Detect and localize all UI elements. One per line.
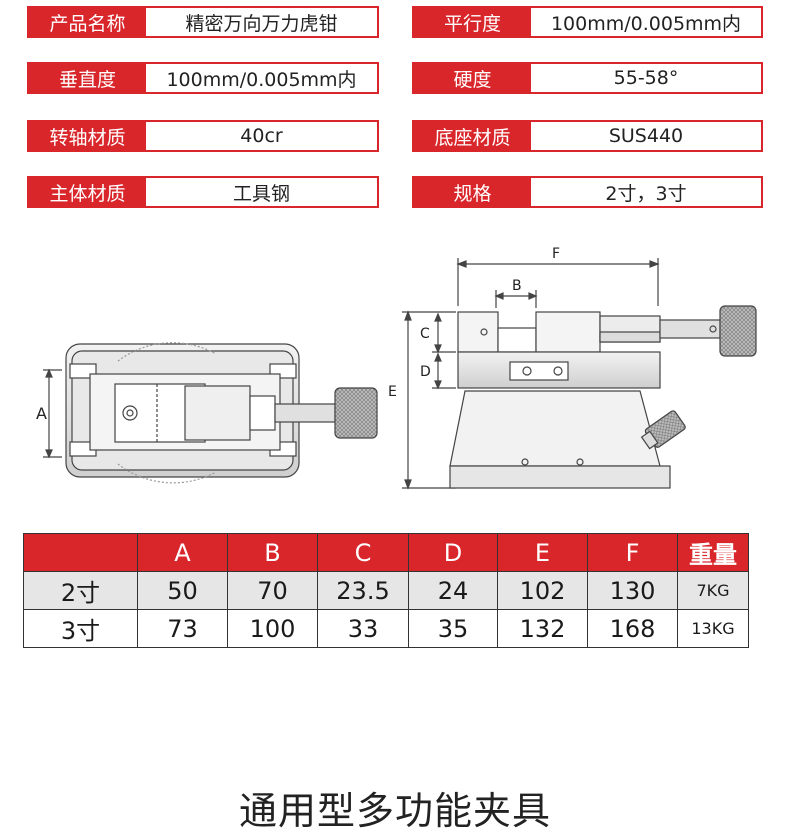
table-cell: 102 xyxy=(497,571,588,610)
spec-value: 100mm/0.005mm内 xyxy=(550,12,742,35)
spec-label: 底座材质 xyxy=(414,122,531,150)
vise-technical-drawing: A xyxy=(36,246,757,490)
table-header-cell: F xyxy=(587,533,678,572)
dim-label-d: D xyxy=(420,364,431,380)
table-header-cell: C xyxy=(317,533,409,572)
spec-product-name: 产品名称 精密万向万力虎钳 xyxy=(27,6,379,38)
footer-title: 通用型多功能夹具 xyxy=(238,789,551,833)
spec-value: 55-58° xyxy=(613,67,679,89)
dim-label-a: A xyxy=(36,404,47,423)
table-cell: 168 xyxy=(587,609,678,648)
table-cell: 13KG xyxy=(677,609,749,648)
dimension-table: A B C D E F 重量 2寸 50 70 23.5 24 102 130 … xyxy=(23,533,749,648)
table-cell: 73 xyxy=(137,609,228,648)
spec-parallelism: 平行度 100mm/0.005mm内 xyxy=(412,6,763,38)
table-cell: 24 xyxy=(408,571,498,610)
spec-value: 40cr xyxy=(240,125,283,147)
spec-body-material: 主体材质 工具钢 xyxy=(27,176,379,208)
spec-value: SUS440 xyxy=(608,125,684,147)
table-cell: 33 xyxy=(317,609,409,648)
dim-label-f: F xyxy=(552,246,560,262)
table-header-cell: 重量 xyxy=(677,533,749,572)
table-row: 2寸 50 70 23.5 24 102 130 7KG xyxy=(23,571,749,610)
table-cell: 2寸 xyxy=(23,571,138,610)
spec-hardness: 硬度 55-58° xyxy=(412,62,763,94)
table-cell: 7KG xyxy=(677,571,749,610)
table-header-cell xyxy=(23,533,138,572)
table-cell: 50 xyxy=(137,571,228,610)
spec-label: 规格 xyxy=(414,178,531,206)
table-header-cell: D xyxy=(408,533,498,572)
spec-label: 硬度 xyxy=(414,64,531,92)
dim-label-b: B xyxy=(512,278,522,294)
dim-label-e: E xyxy=(388,384,397,400)
spec-label: 平行度 xyxy=(414,8,531,36)
table-cell: 130 xyxy=(587,571,678,610)
spec-base-material: 底座材质 SUS440 xyxy=(412,120,763,152)
spec-value: 工具钢 xyxy=(232,182,290,205)
spec-label: 垂直度 xyxy=(29,64,146,92)
table-row: 3寸 73 100 33 35 132 168 13KG xyxy=(23,609,749,648)
table-header-cell: E xyxy=(497,533,588,572)
side-view xyxy=(402,258,757,490)
spec-value: 100mm/0.005mm内 xyxy=(166,68,357,91)
spec-value: 2寸，3寸 xyxy=(605,182,687,205)
spec-perpendicularity: 垂直度 100mm/0.005mm内 xyxy=(27,62,379,94)
table-cell: 70 xyxy=(227,571,318,610)
table-header-cell: A xyxy=(137,533,228,572)
table-header-row: A B C D E F 重量 xyxy=(23,533,749,572)
table-cell: 35 xyxy=(408,609,498,648)
spec-label: 主体材质 xyxy=(29,178,146,206)
spec-label: 转轴材质 xyxy=(29,122,146,150)
table-cell: 23.5 xyxy=(317,571,409,610)
dim-label-c: C xyxy=(420,326,430,342)
spec-spindle-material: 转轴材质 40cr xyxy=(27,120,379,152)
spec-value: 精密万向万力虎钳 xyxy=(185,12,338,35)
table-cell: 132 xyxy=(497,609,588,648)
table-cell: 3寸 xyxy=(23,609,138,648)
top-view xyxy=(43,342,378,484)
table-cell: 100 xyxy=(227,609,318,648)
spec-size: 规格 2寸，3寸 xyxy=(412,176,763,208)
spec-label: 产品名称 xyxy=(29,8,146,36)
table-header-cell: B xyxy=(227,533,318,572)
